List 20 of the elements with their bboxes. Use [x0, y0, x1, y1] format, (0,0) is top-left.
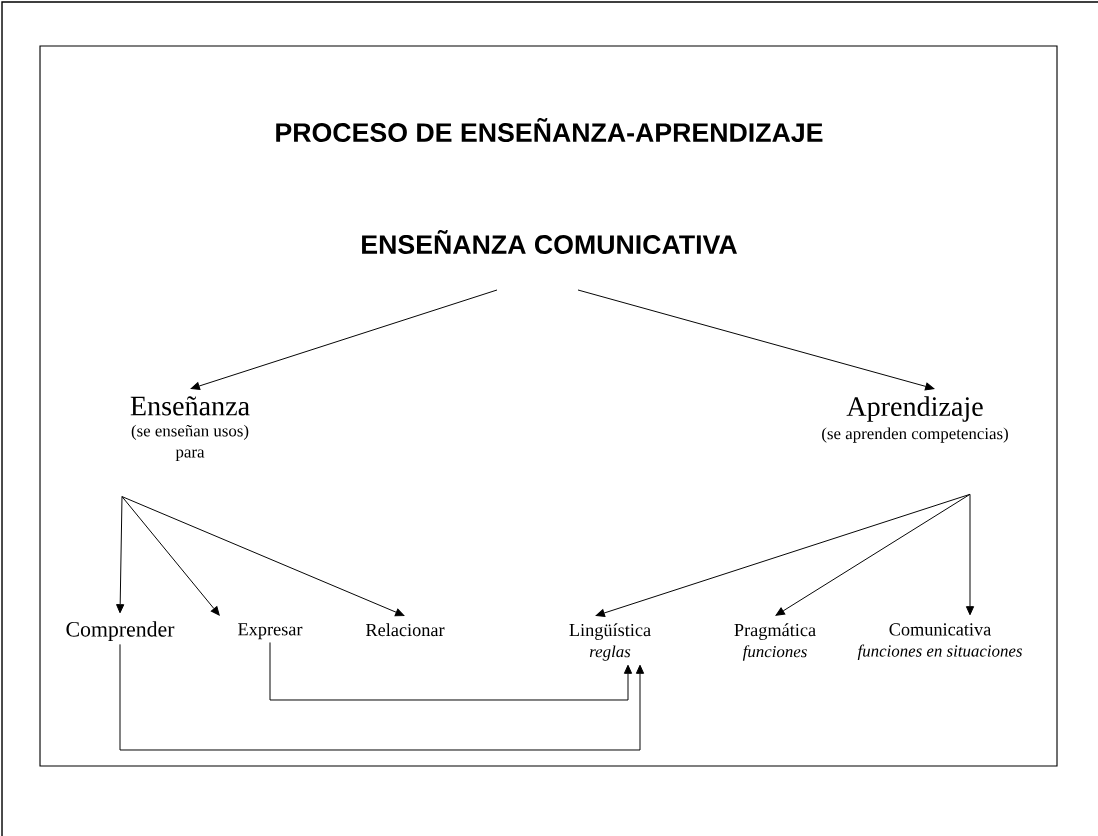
arrow — [965, 493, 975, 616]
arrow — [775, 493, 971, 616]
competence-label: Lingüística reglas — [569, 623, 651, 661]
competence-label: Pragmática funciones — [734, 623, 816, 661]
arrow — [190, 289, 498, 391]
concept-label: Aprendizaje (se aprenden competencias) — [822, 396, 1008, 443]
item-label: Relacionar — [365, 623, 445, 637]
arrow — [269, 641, 633, 701]
arrow — [116, 496, 125, 614]
arrow — [121, 496, 220, 616]
title: PROCESO DE ENSEÑANZA-APRENDIZAJE — [276, 118, 823, 142]
arrow — [595, 493, 971, 617]
arrow — [121, 496, 405, 617]
arrow — [577, 289, 935, 391]
item-label: Expresar — [238, 623, 303, 640]
item-label: Comprender — [66, 621, 175, 642]
title-text: ENSEÑANZA COMUNICATIVA — [362, 230, 737, 254]
arrow — [119, 643, 645, 751]
concept-label: Enseñanza (se enseñan usos) para — [130, 396, 250, 461]
competence-label: Comunicativa funciones en situaciones — [857, 623, 1022, 661]
